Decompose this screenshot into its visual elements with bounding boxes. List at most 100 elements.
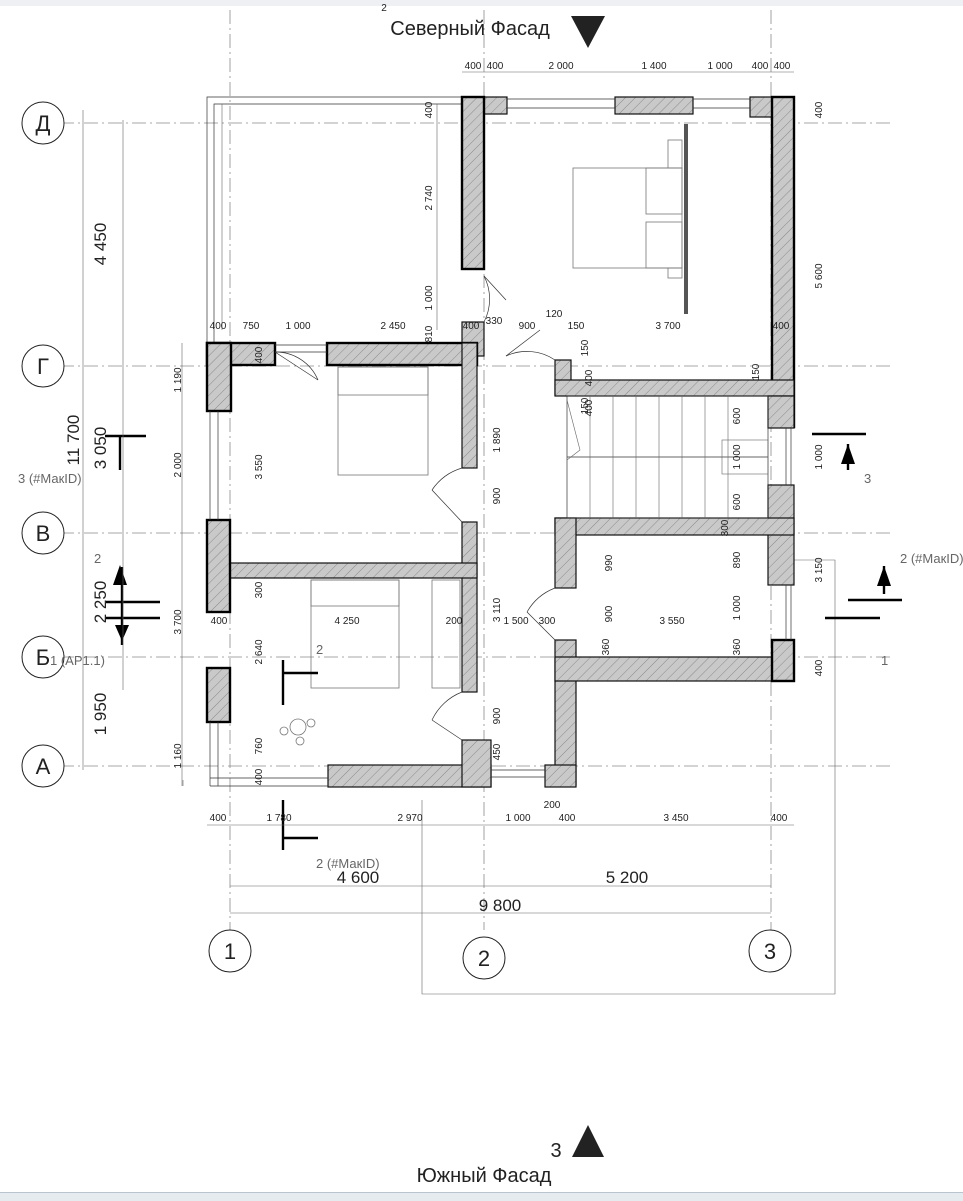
dim-b-300: 300 [539, 616, 556, 627]
dim-g-3700: 3 700 [655, 321, 680, 332]
ref-left-3: 3 (#МакID) [18, 471, 82, 486]
south-facade-title: Южный Фасад [417, 1165, 552, 1187]
dim-bottom-400b: 400 [559, 813, 576, 824]
axis-row-b: Б [36, 645, 50, 670]
windows [209, 98, 792, 787]
ref-right-2: 2 (#МакID) [900, 551, 963, 566]
dim-h-150a: 150 [580, 339, 591, 356]
dim-h-890: 890 [732, 551, 743, 568]
bottom-band [0, 1192, 963, 1201]
dim-b-200: 200 [446, 616, 463, 627]
dim-b-900: 900 [492, 707, 503, 724]
north-facade-title: Северный Фасад [390, 18, 550, 40]
dim-h-1000b: 1 000 [814, 444, 825, 469]
dim-left-1190: 1 190 [173, 367, 184, 392]
bottom-dimension-lines [207, 824, 794, 914]
dim-bottom-1780: 1 780 [266, 813, 291, 824]
dim-h-1000c: 1 000 [732, 595, 743, 620]
dim-left-1160: 1 160 [173, 743, 184, 768]
dim-h-900b: 900 [604, 605, 615, 622]
dim-b-400: 400 [211, 616, 228, 627]
dim-g-400c: 400 [773, 321, 790, 332]
ref-left-2: 2 [94, 551, 101, 566]
ref-left-1: 1 (АР1.1) [50, 653, 105, 668]
dim-g-750: 750 [243, 321, 260, 332]
dim-a-2740: 2 740 [424, 185, 435, 210]
dim-h-300: 300 [720, 519, 731, 536]
dim-a-1000: 1 000 [424, 285, 435, 310]
dim-bottom-4600: 4 600 [337, 868, 380, 887]
dim-left-3050: 3 050 [91, 427, 110, 470]
dim-top-400b: 400 [487, 61, 504, 72]
dim-top-400a: 400 [465, 61, 482, 72]
row-axis-bubbles: Д Г В Б А [21, 101, 65, 788]
ref-mid-2: 2 [316, 642, 323, 657]
doors [274, 275, 556, 741]
dim-h-3150: 3 150 [814, 557, 825, 582]
axis-row-d: Д [36, 111, 51, 136]
dim-bottom-9800: 9 800 [479, 896, 522, 915]
dim-h-150c: 150 [580, 397, 591, 414]
dim-b-1500: 1 500 [503, 616, 528, 627]
dim-a-400b: 400 [814, 101, 825, 118]
left-dimension-lines [82, 110, 184, 786]
dim-b-3550: 3 550 [659, 616, 684, 627]
dim-h-600a: 600 [732, 407, 743, 424]
section-cuts [105, 432, 902, 850]
ref-right-1: 1 [881, 653, 888, 668]
dim-g-400a: 400 [210, 321, 227, 332]
dim-top-400c: 400 [752, 61, 769, 72]
dim-g-900: 900 [519, 321, 536, 332]
dim-h-1890: 1 890 [492, 427, 503, 452]
dim-h-150b: 150 [751, 363, 762, 380]
dim-h-1000a: 1 000 [732, 444, 743, 469]
axis-col-3: 3 [764, 939, 776, 964]
dim-bottom-400a: 400 [210, 813, 227, 824]
north-facade-marker: Северный Фасад 2 [381, 3, 605, 48]
dim-left-1950: 1 950 [91, 693, 110, 736]
dim-bottom-200: 200 [544, 800, 561, 811]
dim-b-400b: 400 [814, 659, 825, 676]
top-band [0, 0, 963, 6]
dim-g-1000: 1 000 [285, 321, 310, 332]
dim-inner-300: 300 [254, 581, 265, 598]
dim-g-330: 330 [486, 316, 503, 327]
dim-left-2250: 2 250 [91, 581, 110, 624]
dim-h-400b: 400 [584, 399, 595, 416]
dim-a-400: 400 [424, 101, 435, 118]
dim-bottom-3450: 3 450 [663, 813, 688, 824]
dim-g-150: 150 [568, 321, 585, 332]
dim-b-360b: 360 [732, 638, 743, 655]
south-facade-marker: Южный Фасад 3 [417, 1125, 604, 1187]
axis-col-1: 1 [224, 939, 236, 964]
north-facade-number: 2 [381, 3, 387, 14]
furniture [279, 139, 683, 746]
ref-right-3: 3 [864, 471, 871, 486]
axis-row-g: Г [37, 354, 49, 379]
dim-h-990: 990 [604, 554, 615, 571]
walls [205, 95, 796, 788]
axis-row-a: А [36, 754, 51, 779]
dim-left-3700: 3 700 [173, 609, 184, 634]
leader-frame [421, 559, 836, 995]
dim-h-400: 400 [584, 369, 595, 386]
dim-a-810: 810 [424, 325, 435, 342]
dim-h-3110: 3 110 [492, 597, 503, 622]
dim-g-2450: 2 450 [380, 321, 405, 332]
dim-inner-400b: 400 [254, 346, 265, 363]
dim-h-900a: 900 [492, 487, 503, 504]
terrace-outline [206, 96, 462, 343]
dim-left-2000: 2 000 [173, 452, 184, 477]
dim-top-2000: 2 000 [548, 61, 573, 72]
dim-g-120: 120 [546, 309, 563, 320]
axis-row-v: В [36, 521, 51, 546]
dim-g-400b: 400 [463, 321, 480, 332]
axis-col-2: 2 [478, 946, 490, 971]
dim-h-600b: 600 [732, 493, 743, 510]
ref-bottom-2: 2 (#МакID) [316, 856, 380, 871]
col-axis-bubbles: 1 2 3 [208, 929, 792, 980]
dim-top-1000: 1 000 [707, 61, 732, 72]
dim-bottom-5200: 5 200 [606, 868, 649, 887]
dim-left-4450: 4 450 [91, 223, 110, 266]
dim-inner-2640: 2 640 [254, 639, 265, 664]
